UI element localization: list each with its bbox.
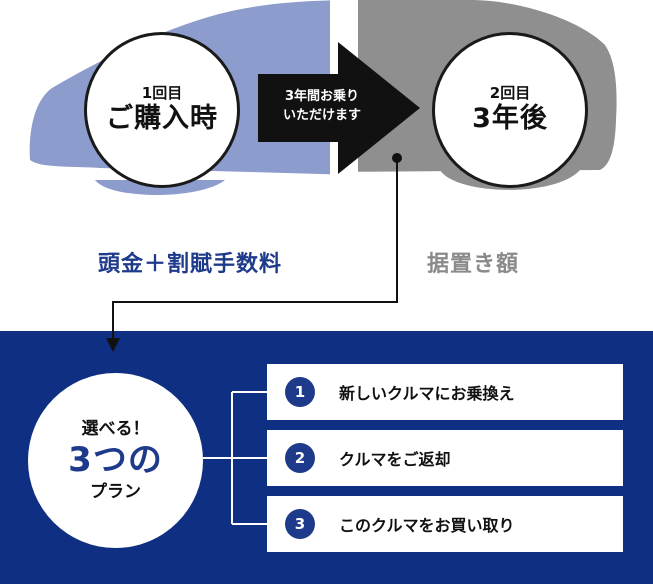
payment-label: 頭金＋割賦手数料 [97, 252, 282, 277]
plan-option-3: 3 このクルマをお買い取り [267, 496, 623, 552]
plan-option-3-label: このクルマをお買い取り [339, 516, 515, 535]
plan-option-3-number: 3 [285, 509, 315, 539]
plan-heading-main: 3つの [68, 440, 163, 481]
duration-arrow [258, 42, 420, 174]
three-years-title: 3年後 [472, 103, 548, 135]
plan-heading-top: 選べる！ [81, 419, 150, 439]
plan-option-1-number: 1 [285, 377, 315, 407]
plan-heading-bottom: プラン [90, 481, 141, 502]
arrow-text-line1: 3年間お乗り [284, 89, 360, 104]
purchase-count: 1回目 [141, 84, 183, 103]
plan-option-1-label: 新しいクルマにお乗換え [339, 384, 515, 403]
plan-option-2: 2 クルマをご返却 [267, 430, 623, 486]
residual-label: 据置き額 [426, 252, 519, 277]
plan-option-2-number: 2 [285, 443, 315, 473]
plan-heading-circle: 選べる！ 3つの プラン [28, 373, 203, 548]
three-years-circle: 2回目 3年後 [432, 32, 588, 188]
arrow-text: 3年間お乗り いただけます [262, 88, 382, 126]
plan-option-1: 1 新しいクルマにお乗換え [267, 364, 623, 420]
plan-option-2-label: クルマをご返却 [339, 450, 451, 469]
three-years-count: 2回目 [489, 84, 531, 103]
purchase-circle: 1回目 ご購入時 [84, 32, 240, 188]
arrow-text-line2: いただけます [282, 107, 361, 123]
purchase-title: ご購入時 [106, 103, 218, 135]
